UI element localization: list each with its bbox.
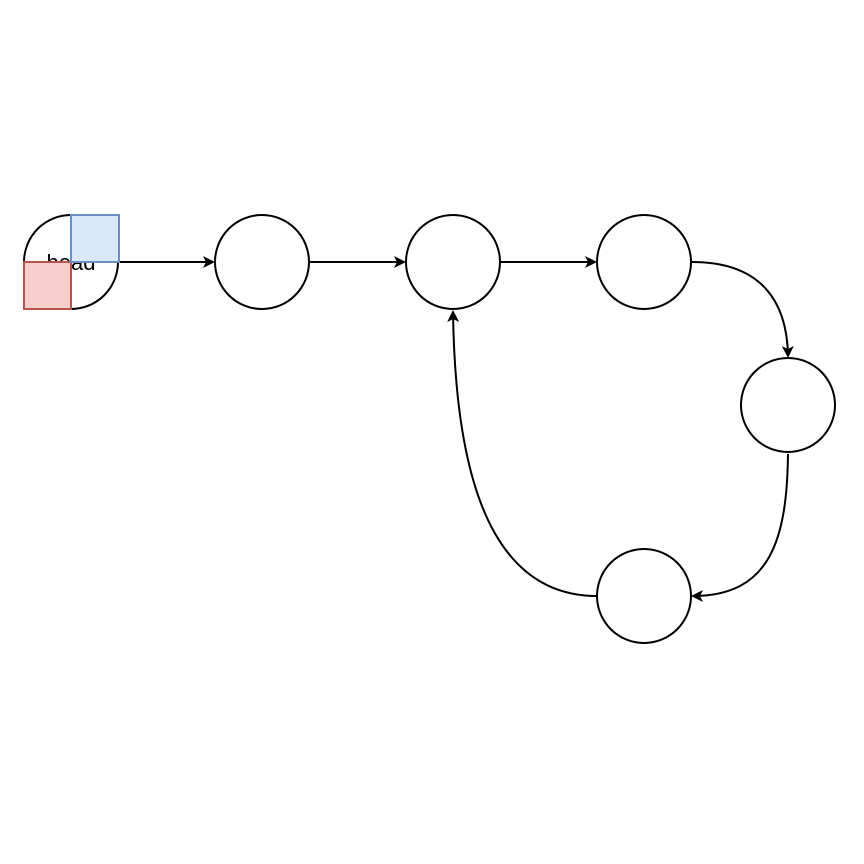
list-node-5 [596, 548, 692, 644]
edge-node-3-to-node-4 [691, 261, 794, 358]
list-node-4 [740, 357, 836, 453]
edge-node-5-to-node-2 [447, 310, 598, 597]
slow-pointer-marker [23, 261, 72, 310]
list-node-2 [405, 214, 501, 310]
list-node-3 [596, 214, 692, 310]
edge-node-4-to-node-5 [691, 453, 789, 602]
fast-pointer-marker [70, 214, 120, 263]
list-node-1 [214, 214, 310, 310]
